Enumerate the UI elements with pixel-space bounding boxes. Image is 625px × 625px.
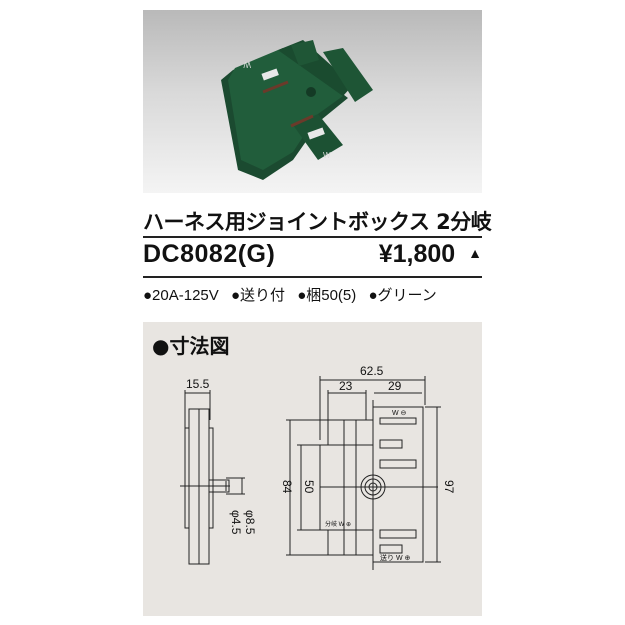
price: ¥1,800 ▲ xyxy=(379,240,482,269)
dim-height-97: 97 xyxy=(442,480,456,494)
divider-bottom xyxy=(143,276,482,278)
product-name: ハーネス用ジョイントボックス 2分岐 xyxy=(143,210,492,234)
divider-top xyxy=(143,236,482,238)
price-value: ¥1,800 xyxy=(378,240,456,268)
spec-color: ●グリーン xyxy=(368,287,437,304)
spec-feed: ●送り付 xyxy=(230,287,286,304)
dim-dia-outer: φ8.5 xyxy=(243,510,257,535)
label-send: 送り W ⊕ xyxy=(380,553,410,562)
model-number: DC8082(G) xyxy=(143,240,276,268)
spec-list: ●20A-125V ●送り付 ●梱50(5) ●グリーン xyxy=(143,284,445,305)
dim-height-84: 84 xyxy=(280,480,294,494)
label-branch: 分岐 W ⊕ xyxy=(325,520,351,528)
spec-packing: ●梱50(5) xyxy=(297,287,357,304)
dim-dia-inner: φ4.5 xyxy=(229,510,243,535)
drawing-title: ●寸法図 xyxy=(152,334,230,358)
price-marker-icon: ▲ xyxy=(468,245,482,261)
spec-rating: ●20A-125V xyxy=(143,287,219,304)
dim-side-width: 15.5 xyxy=(186,377,210,391)
dim-height-50: 50 xyxy=(302,480,316,494)
svg-text:W: W xyxy=(243,60,251,69)
label-top-w: W ⊖ xyxy=(392,410,407,417)
dim-left-width: 23 xyxy=(339,379,353,393)
product-photo: W W xyxy=(143,10,482,193)
joint-box-image: W W xyxy=(221,40,373,180)
dim-right-width: 29 xyxy=(388,379,402,393)
dim-total-width: 62.5 xyxy=(360,364,384,378)
svg-text:W: W xyxy=(323,151,331,160)
